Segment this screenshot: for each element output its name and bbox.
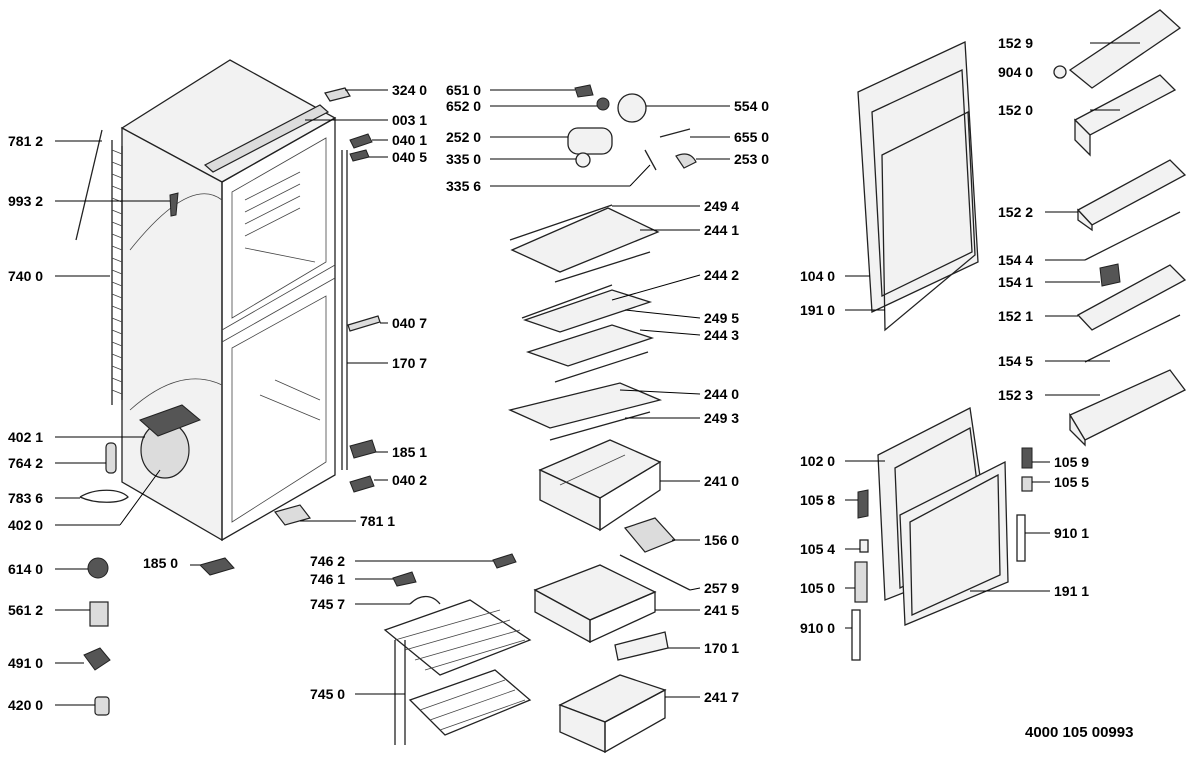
label-152-0: 152 0	[998, 102, 1033, 118]
label-324-0: 324 0	[392, 82, 427, 98]
label-152-3: 152 3	[998, 387, 1033, 403]
label-740-0: 740 0	[8, 268, 43, 284]
label-745-7: 745 7	[310, 596, 345, 612]
label-652-0: 652 0	[446, 98, 481, 114]
label-185-0: 185 0	[143, 555, 178, 571]
label-745-0: 745 0	[310, 686, 345, 702]
label-491-0: 491 0	[8, 655, 43, 671]
label-655-0: 655 0	[734, 129, 769, 145]
label-651-0: 651 0	[446, 82, 481, 98]
label-105-4: 105 4	[800, 541, 835, 557]
label-152-2: 152 2	[998, 204, 1033, 220]
label-249-4: 249 4	[704, 198, 739, 214]
label-993-2: 993 2	[8, 193, 43, 209]
label-335-0: 335 0	[446, 151, 481, 167]
label-244-2: 244 2	[704, 267, 739, 283]
label-154-1: 154 1	[998, 274, 1033, 290]
label-170-1: 170 1	[704, 640, 739, 656]
label-105-9: 105 9	[1054, 454, 1089, 470]
label-102-0: 102 0	[800, 453, 835, 469]
label-904-0: 904 0	[998, 64, 1033, 80]
label-244-1: 244 1	[704, 222, 739, 238]
label-241-0: 241 0	[704, 473, 739, 489]
label-154-4: 154 4	[998, 252, 1033, 268]
label-241-7: 241 7	[704, 689, 739, 705]
label-154-5: 154 5	[998, 353, 1033, 369]
label-910-0: 910 0	[800, 620, 835, 636]
shelves	[508, 204, 663, 441]
upper-door	[857, 41, 979, 332]
label-105-5: 105 5	[1054, 474, 1089, 490]
label-420-0: 420 0	[8, 697, 43, 713]
label-241-5: 241 5	[704, 602, 739, 618]
label-191-1: 191 1	[1054, 583, 1089, 599]
label-003-1: 003 1	[392, 112, 427, 128]
label-105-8: 105 8	[800, 492, 835, 508]
label-561-2: 561 2	[8, 602, 43, 618]
thermostat-parts	[567, 84, 697, 171]
label-040-5: 040 5	[392, 149, 427, 165]
label-156-0: 156 0	[704, 532, 739, 548]
label-781-1: 781 1	[360, 513, 395, 529]
label-040-2: 040 2	[392, 472, 427, 488]
hinge-parts	[851, 447, 1033, 661]
label-783-6: 783 6	[8, 490, 43, 506]
label-170-7: 170 7	[392, 355, 427, 371]
label-402-0: 402 0	[8, 517, 43, 533]
drawers	[533, 439, 691, 754]
label-910-1: 910 1	[1054, 525, 1089, 541]
label-185-1: 185 1	[392, 444, 427, 460]
label-040-7: 040 7	[392, 315, 427, 331]
label-040-1: 040 1	[392, 132, 427, 148]
label-249-5: 249 5	[704, 310, 739, 326]
label-253-0: 253 0	[734, 151, 769, 167]
part-labels: 781 2 993 2 740 0 402 1 764 2 783 6 402 …	[8, 35, 1133, 741]
lower-door	[877, 407, 1009, 626]
door-shelves	[1053, 9, 1187, 447]
label-781-2: 781 2	[8, 133, 43, 149]
label-244-0: 244 0	[704, 386, 739, 402]
label-152-1: 152 1	[998, 308, 1033, 324]
label-105-0: 105 0	[800, 580, 835, 596]
wire-baskets	[383, 553, 532, 745]
label-402-1: 402 1	[8, 429, 43, 445]
cabinet-parts	[75, 87, 381, 716]
leader-lines	[55, 42, 1140, 706]
label-746-1: 746 1	[310, 571, 345, 587]
label-335-6: 335 6	[446, 178, 481, 194]
label-244-3: 244 3	[704, 327, 739, 343]
label-104-0: 104 0	[800, 268, 835, 284]
label-249-3: 249 3	[704, 410, 739, 426]
drawing-number: 4000 105 00993	[1025, 724, 1133, 741]
label-152-9: 152 9	[998, 35, 1033, 51]
label-614-0: 614 0	[8, 561, 43, 577]
label-191-0: 191 0	[800, 302, 835, 318]
label-252-0: 252 0	[446, 129, 481, 145]
label-257-9: 257 9	[704, 580, 739, 596]
label-554-0: 554 0	[734, 98, 769, 114]
label-746-2: 746 2	[310, 553, 345, 569]
label-764-2: 764 2	[8, 455, 43, 471]
cabinet-body	[111, 59, 337, 542]
